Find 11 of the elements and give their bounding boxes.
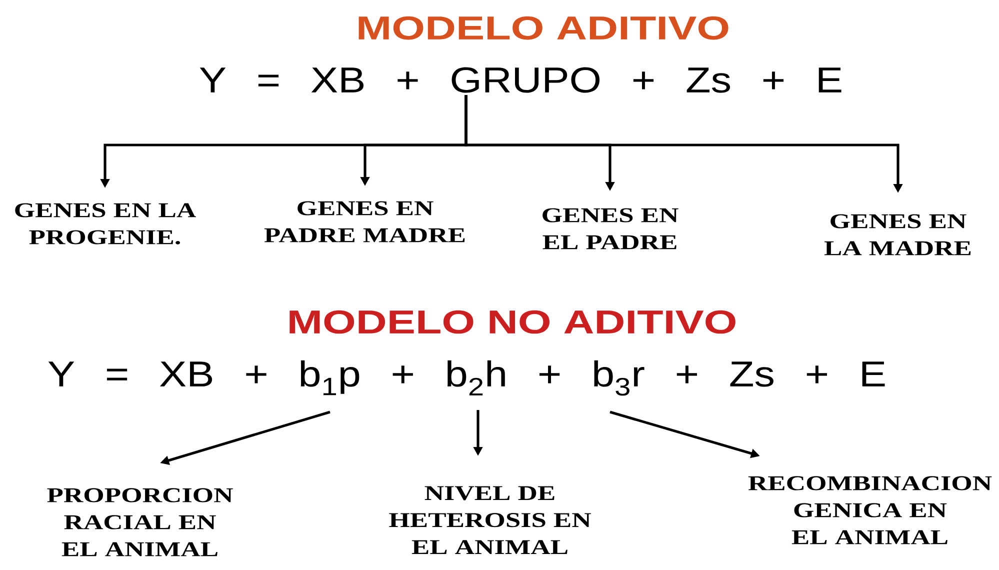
gene-text: GENES EN LA MADRE (824, 214, 971, 256)
subtitle: MODELO NO ADITIVO (290, 310, 736, 334)
gene-text: RECOMBINACION GENICA EN EL ANIMAL (748, 476, 992, 544)
gene-text: GENES EN LA PROGENIE. (15, 203, 196, 244)
gene-text: PROPORCION RACIAL EN EL ANIMAL (47, 488, 233, 556)
title: MODELO ADITIVO (358, 16, 728, 40)
equation: Y = XB + b$_{1}$p + b$_{2}$h + b$_{3}$r + Zs + E (48, 360, 885, 396)
gene-text: NIVEL DE HETEROSIS EN EL ANIMAL (389, 486, 591, 554)
gene-text: GENES EN EL PADRE (542, 208, 678, 250)
equation: Y = XB + GRUPO + Zs + E (200, 67, 842, 93)
gene-text: GENES EN PADRE MADRE (264, 201, 465, 242)
